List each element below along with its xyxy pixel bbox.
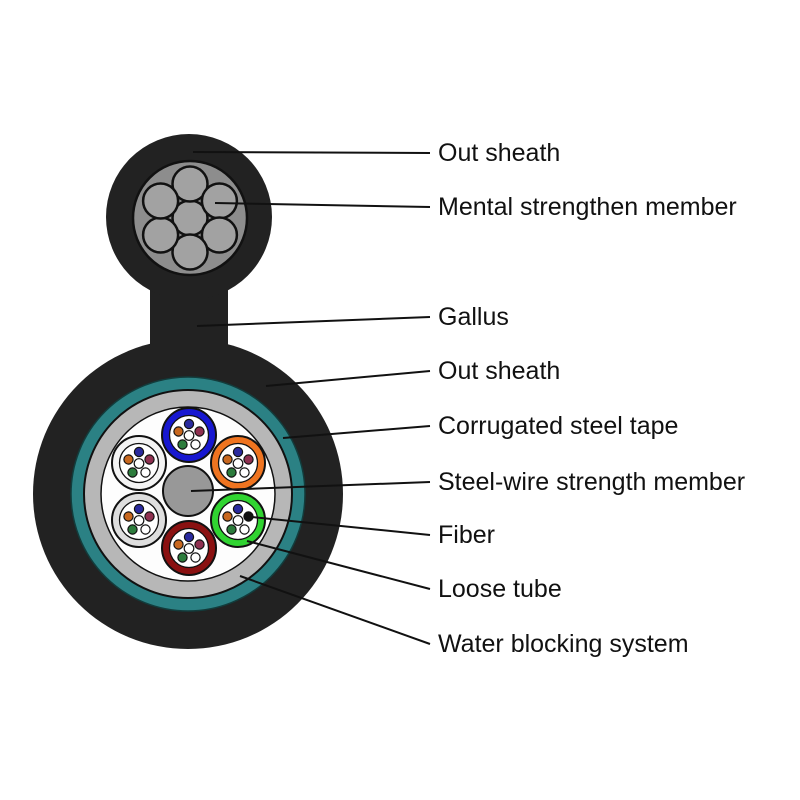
fiber-dot (177, 439, 188, 450)
label-steel-wire-strength-member: Steel-wire strength member (438, 468, 745, 496)
fiber-dot (239, 467, 250, 478)
fiber-dot (127, 467, 138, 478)
fiber-dot (123, 454, 134, 465)
leader-lines (190, 151, 431, 645)
leader-line-fiber (251, 516, 431, 536)
fiber-dot (140, 524, 151, 535)
fiber-dot (190, 439, 201, 450)
fiber-dot (173, 539, 184, 550)
leader-line-loose-tube (246, 540, 431, 590)
loose-tube-darkred (161, 520, 217, 576)
loose-tube-white-lower (111, 492, 167, 548)
metal-strand (200, 216, 239, 254)
leader-line-out-sheath-top (192, 151, 431, 154)
label-corrugated-steel-tape: Corrugated steel tape (438, 412, 678, 440)
fiber-dot (183, 531, 195, 543)
leader-line-gallus (196, 316, 431, 327)
fiber-dot (194, 426, 205, 437)
fiber-dot (133, 458, 145, 469)
leader-line-metal-strength-member (214, 202, 431, 208)
label-fiber: Fiber (438, 521, 495, 549)
metal-strand (200, 182, 239, 220)
fiber-dot (123, 511, 134, 522)
fiber-dot (144, 511, 155, 522)
metal-strand (141, 182, 180, 220)
fiber-dot (232, 446, 244, 458)
label-loose-tube: Loose tube (438, 575, 562, 603)
fiber-dot (183, 543, 195, 554)
fiber-dot (222, 454, 233, 465)
fiber-dot (226, 524, 237, 535)
fiber-dot (232, 515, 244, 526)
fiber-dot (173, 426, 184, 437)
fiber-dot (194, 539, 205, 550)
metal-strand (171, 233, 209, 271)
metal-strand (141, 216, 180, 254)
loose-tube-orange (210, 435, 266, 491)
fiber-dot (140, 467, 151, 478)
leader-line-corrugated-steel-tape (282, 425, 431, 439)
label-out-sheath-cable: Out sheath (438, 357, 560, 385)
cable-section (33, 339, 343, 649)
leader-line-steel-wire-strength-member (190, 481, 431, 492)
leader-line-water-blocking-system (239, 575, 431, 645)
fiber-dot (183, 418, 195, 430)
leader-line-out-sheath-cable (265, 370, 431, 387)
loose-tube-blue (161, 407, 217, 463)
fiber-dot (133, 515, 145, 526)
fiber-dot (239, 524, 250, 535)
label-gallus: Gallus (438, 303, 509, 331)
fiber-dot (226, 467, 237, 478)
fiber-dot (144, 454, 155, 465)
fiber-dot (183, 430, 195, 441)
loose-tube-green (210, 492, 266, 548)
fiber-dot (232, 503, 244, 515)
fiber-dot (232, 458, 244, 469)
fiber-dot (133, 446, 145, 458)
fiber-dot (222, 511, 233, 522)
metal-strand (171, 165, 209, 203)
fiber-dot (190, 552, 201, 563)
messenger-section (106, 134, 272, 300)
fiber-dot (133, 503, 145, 515)
labels: Out sheath Mental strengthen member Gall… (438, 139, 745, 658)
label-water-blocking-system: Water blocking system (438, 630, 689, 658)
label-out-sheath-top: Out sheath (438, 139, 560, 167)
fiber-dot (243, 454, 254, 465)
fiber-dot-black (243, 511, 254, 522)
loose-tube-white-upper (111, 435, 167, 491)
fiber-dot (177, 552, 188, 563)
fiber-dot (127, 524, 138, 535)
label-metal-strength-member: Mental strengthen member (438, 193, 737, 221)
